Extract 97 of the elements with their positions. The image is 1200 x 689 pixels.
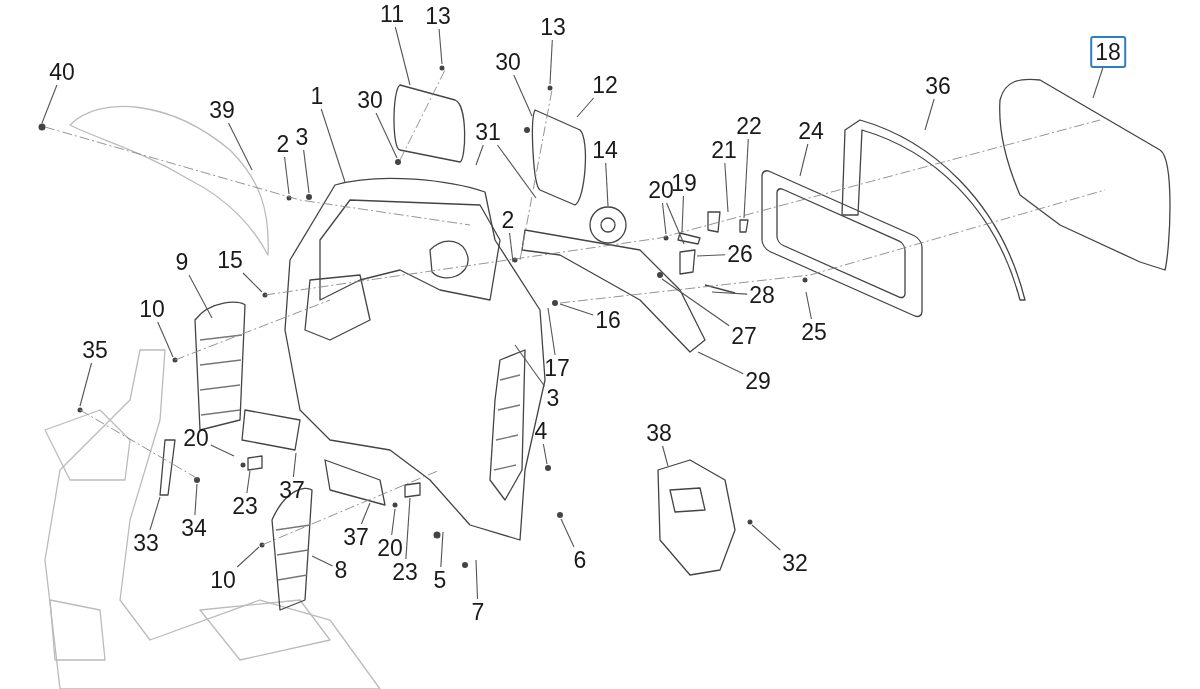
callout-number: 25 (799, 319, 829, 345)
callout-number: 14 (590, 137, 620, 163)
callout-number: 20 (375, 535, 405, 561)
leader-line (805, 291, 812, 320)
leader-line (697, 351, 744, 375)
callout-number: 13 (423, 3, 453, 29)
leader-line (438, 28, 443, 65)
leader-line (210, 444, 235, 457)
leader-line (149, 496, 161, 531)
callout-number: 6 (571, 547, 589, 573)
callout-number: 17 (542, 355, 572, 381)
callout-number: 26 (725, 241, 755, 267)
leader-line (360, 502, 371, 525)
leader-line (751, 524, 781, 551)
callout-number: 32 (780, 550, 810, 576)
callout-number: 38 (644, 420, 674, 446)
callout-number: 21 (709, 137, 739, 163)
leader-line (696, 254, 726, 257)
leader-line (661, 202, 667, 235)
callout-number: 30 (355, 87, 385, 113)
leader-line (681, 195, 684, 233)
leader-line (41, 84, 58, 124)
callout-number: 9 (173, 249, 191, 275)
leader-line (405, 497, 411, 560)
callout-number: 37 (341, 524, 371, 550)
leader-line (79, 362, 93, 407)
leader-line (799, 143, 809, 177)
leader-line (547, 307, 556, 356)
leader-line (514, 344, 546, 387)
callout-number: 11 (378, 1, 406, 27)
leader-line (542, 443, 548, 465)
callout-number: 5 (431, 567, 449, 593)
leader-line (303, 149, 310, 194)
callout-number: 30 (493, 49, 523, 75)
callout-number: 2 (274, 131, 292, 157)
leader-line (246, 470, 251, 494)
leader-line (292, 452, 297, 478)
callout-number: 23 (230, 493, 260, 519)
leader-line (311, 555, 334, 567)
callout-number: 12 (590, 72, 620, 98)
leader-line (320, 108, 346, 183)
leader-line (661, 278, 730, 327)
leader-line (227, 122, 253, 171)
callout-number: 24 (796, 118, 826, 144)
callout-number: 4 (532, 418, 550, 444)
callout-number: 7 (469, 599, 487, 625)
leader-line (157, 321, 174, 358)
leader-line (194, 483, 198, 516)
callout-number: 3 (293, 124, 311, 150)
leader-line (391, 508, 396, 536)
leader-line (375, 112, 398, 159)
callout-number: 3 (544, 385, 562, 411)
callout-number: 10 (208, 567, 238, 593)
leader-line (743, 138, 749, 219)
callout-number: 2 (499, 207, 517, 233)
leader-line (1092, 67, 1104, 99)
leader-line (242, 272, 263, 293)
leader-line (605, 162, 609, 207)
callout-number: 1 (308, 83, 326, 109)
callout-number: 15 (215, 247, 245, 273)
leader-line (560, 518, 575, 548)
callout-number: 10 (137, 296, 167, 322)
callout-number: 34 (179, 515, 209, 541)
leader-line (513, 74, 533, 117)
leader-line (475, 559, 479, 600)
leader-line (549, 39, 553, 85)
leader-line (509, 232, 514, 263)
leader-line (924, 98, 935, 131)
callout-number: 13 (538, 14, 568, 40)
callout-number: 22 (734, 113, 764, 139)
leader-line (284, 156, 290, 195)
leader-line (724, 162, 729, 213)
callout-number: 28 (747, 282, 777, 308)
leader-line (496, 144, 537, 199)
callout-number: 20 (181, 425, 211, 451)
leader-line (475, 144, 484, 166)
leader-line (188, 274, 213, 319)
callout-number: 35 (80, 337, 110, 363)
leader-line (394, 26, 411, 86)
leader-line (236, 546, 260, 568)
callout-number: 39 (207, 97, 237, 123)
callout-number: 16 (593, 307, 623, 333)
callout-number: 27 (729, 323, 759, 349)
leader-line (666, 202, 685, 245)
callout-number: 31 (473, 119, 503, 145)
callout-number: 23 (390, 559, 420, 585)
callout-number: 36 (923, 73, 953, 99)
callout-number: 40 (47, 59, 77, 85)
leader-line (559, 303, 594, 316)
leader-line (711, 291, 748, 295)
callout-number: 33 (131, 530, 161, 556)
leader-line (576, 97, 595, 118)
callout-number: 18 (1090, 36, 1126, 68)
leader-line (662, 445, 669, 467)
callout-number: 29 (743, 368, 773, 394)
callout-number: 8 (332, 557, 350, 583)
leader-line (440, 531, 444, 568)
